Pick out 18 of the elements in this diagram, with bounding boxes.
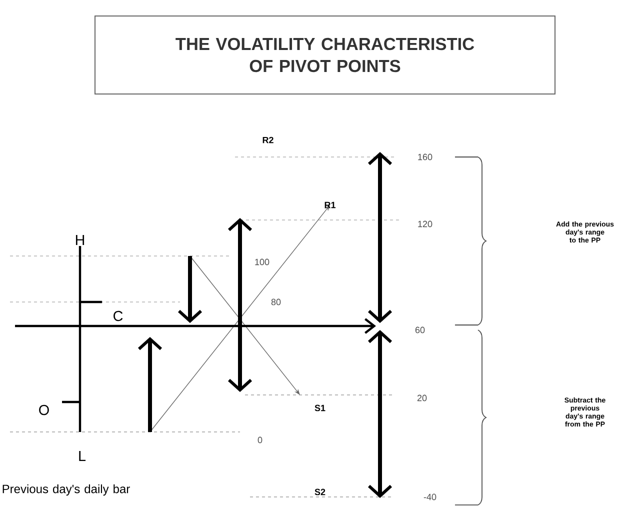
value-label: 100 [255,258,270,266]
level-label: S2 [314,488,326,496]
value-label: 80 [271,298,281,306]
value-label: 20 [417,394,427,402]
level-label: R1 [324,202,336,208]
level-label: R2 [262,136,274,144]
value-label: 0 [258,436,262,444]
value-label: -40 [424,494,436,500]
value-label: 120 [418,220,432,228]
caption-text: Previous day's daily bar [2,484,130,496]
bar-label: O [39,404,49,416]
value-label: 160 [418,154,432,160]
bar-label: C [114,310,123,322]
level-label: S1 [314,404,326,412]
title-box: THE VOLATILITY CHARACTERISTIC OF PIVOT POINTS [94,16,556,94]
bar-label: L [79,451,86,461]
value-label: 60 [415,326,425,334]
bar-label: H [76,235,84,245]
